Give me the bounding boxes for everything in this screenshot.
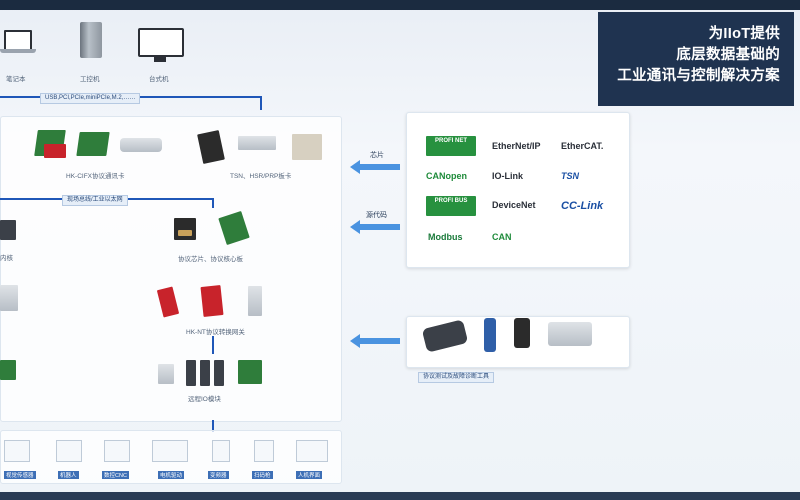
title-line-2: 底层数据基础的 — [676, 47, 780, 63]
ipc-label: 工控机 — [80, 76, 100, 83]
chip-label: 协议芯片、协议核心板 — [178, 256, 243, 263]
field-item-5: 扫码枪 — [252, 471, 273, 479]
handheld-icon — [484, 318, 496, 352]
robot-icon — [56, 440, 82, 462]
io-module-1-icon — [158, 364, 174, 384]
analyzer-icon — [548, 322, 592, 346]
profinet-logo: PROFI NET — [426, 136, 476, 156]
tsn-logo: TSN — [561, 171, 579, 181]
source-arrow — [350, 220, 400, 234]
gateway-2-icon — [200, 285, 224, 317]
source-arrow-label: 源代码 — [366, 212, 387, 219]
cclink-logo: CC-Link — [561, 200, 604, 212]
field-item-3: 电机驱动 — [158, 471, 185, 479]
field-item-2: 数控CNC — [102, 471, 129, 479]
field-item-4: 变频器 — [208, 471, 229, 479]
tools-label: 协议测试及故障诊断工具 — [418, 372, 495, 383]
top-bar — [0, 0, 800, 10]
io-module-3-icon — [200, 360, 210, 386]
field-line — [212, 420, 214, 432]
left-device-2-icon — [0, 285, 18, 311]
meter-icon — [514, 318, 530, 348]
tsn-box-icon — [292, 134, 322, 160]
chip-arrow-label: 芯片 — [370, 152, 384, 159]
field-item-0: 视觉传感器 — [4, 471, 36, 479]
desktop-label: 台式机 — [149, 76, 169, 83]
fieldbus-tag: 现场总线/工业以太网 — [62, 195, 128, 206]
io-module-5-icon — [238, 360, 262, 384]
tsn-label: TSN、HSR/PRP板卡 — [230, 173, 292, 180]
chip-arrow — [350, 160, 400, 174]
io-label: 远程IO模块 — [188, 396, 221, 403]
chip-pad-icon — [178, 230, 192, 236]
io-module-2-icon — [186, 360, 196, 386]
fieldbus-drop — [212, 198, 214, 208]
modbus-logo: Modbus — [428, 232, 463, 242]
tools-arrow — [350, 334, 400, 348]
laptop-label: 笔记本 — [6, 76, 26, 83]
host-bus-drop — [260, 96, 262, 110]
host-bus-tag: USB,PCI,PCIe,miniPCIe,M.2,…… — [40, 93, 141, 104]
io-module-4-icon — [214, 360, 224, 386]
gateway-label: HK-NT协议转换网关 — [186, 329, 245, 336]
scanner-icon — [254, 440, 274, 462]
pci-card-red-icon — [44, 144, 66, 158]
left-device-3-icon — [0, 360, 16, 380]
field-item-6: 人机界面 — [296, 471, 323, 479]
cnc-icon — [104, 440, 130, 462]
laptop-icon — [0, 30, 36, 54]
inverter-icon — [212, 440, 230, 462]
motor-drive-icon — [152, 440, 188, 462]
bottom-bar — [0, 492, 800, 500]
field-item-1: 机器人 — [58, 471, 79, 479]
vision-sensor-icon — [4, 440, 30, 462]
hmi-icon — [296, 440, 328, 462]
ethercat-logo: EtherCAT. — [561, 141, 604, 151]
mini-card-icon — [120, 138, 162, 152]
cards-label: HK-CIFX协议通讯卡 — [66, 173, 125, 180]
title-line-1: 为IIoT提供 — [708, 26, 780, 42]
ethernetip-logo: EtherNet/IP — [492, 141, 541, 151]
canopen-logo: CANopen — [426, 171, 467, 181]
title-box: 为IIoT提供 底层数据基础的 工业通讯与控制解决方案 — [598, 12, 794, 106]
left-device-1-icon — [0, 220, 16, 240]
title-line-3: 工业通讯与控制解决方案 — [617, 68, 780, 84]
can-logo: CAN — [492, 232, 512, 242]
io-line — [212, 336, 214, 354]
chip-icon — [174, 218, 196, 240]
devicenet-logo: DeviceNet — [492, 200, 536, 210]
pci-card-icon — [76, 132, 110, 156]
left-label-1: 内核 — [0, 255, 13, 262]
desktop-icon — [138, 28, 184, 62]
ipc-icon — [80, 22, 102, 58]
profibus-logo: PROFI BUS — [426, 196, 476, 216]
iolink-logo: IO-Link — [492, 171, 523, 181]
tsn-card-icon — [238, 136, 276, 150]
gateway-3-icon — [248, 286, 262, 316]
